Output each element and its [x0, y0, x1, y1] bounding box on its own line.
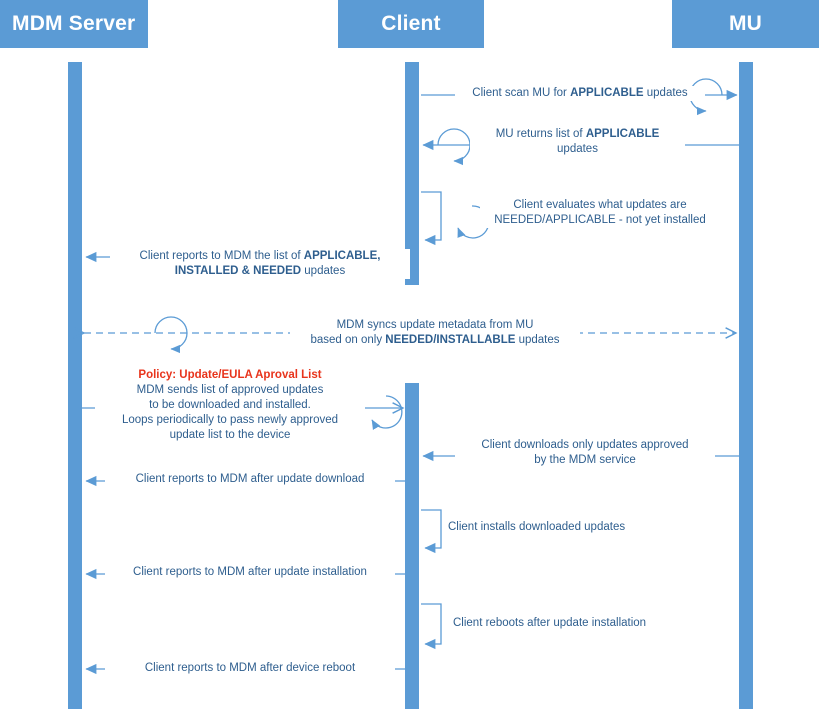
actor-header-client[interactable]: Client: [338, 0, 484, 48]
message-label-scan: Client scan MU for APPLICABLE updates: [455, 86, 705, 101]
message-label-report-applicable: Client reports to MDM the list of APPLIC…: [110, 249, 410, 279]
message-label-report-reboot: Client reports to MDM after device reboo…: [105, 661, 395, 676]
actor-header-mdm-server[interactable]: MDM Server: [0, 0, 148, 48]
lifeline-client: [405, 62, 419, 285]
message-label-report-install: Client reports to MDM after update insta…: [105, 565, 395, 580]
arrow-reboot: [421, 603, 442, 650]
lifeline-mdm-server: [68, 62, 82, 276]
lifeline-client: [405, 383, 419, 709]
actor-label-client: Client: [381, 12, 441, 35]
lifeline-mu: [739, 62, 753, 709]
arrow-install: [421, 509, 442, 554]
message-label-install: Client installs downloaded updates: [445, 520, 675, 535]
arrow-evaluate: [421, 191, 490, 246]
actor-header-mu[interactable]: MU: [672, 0, 819, 48]
message-label-report-download: Client reports to MDM after update downl…: [105, 472, 395, 487]
actor-label-mu: MU: [728, 12, 763, 35]
message-label-reboot: Client reboots after update installation: [450, 616, 690, 631]
actor-label-mdm-server: MDM Server: [12, 12, 136, 35]
lifeline-mdm-server: [68, 276, 82, 336]
lifeline-mdm-server: [68, 336, 82, 709]
